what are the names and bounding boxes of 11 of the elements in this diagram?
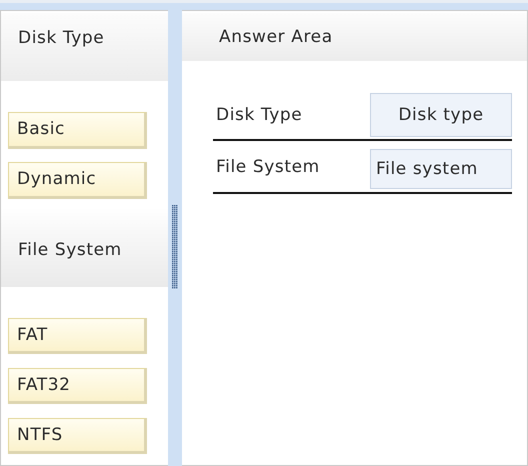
answer-box: File system xyxy=(370,149,512,189)
row-label: Disk Type xyxy=(216,105,302,125)
answer-box: Disk type xyxy=(370,93,512,137)
row-label: File System xyxy=(216,157,320,177)
section-header: Answer Area xyxy=(182,13,527,61)
answer-option: FAT32 xyxy=(8,368,147,404)
section-header: Disk Type xyxy=(1,13,168,81)
answer-option: NTFS xyxy=(8,418,147,454)
answer-option: FAT xyxy=(8,318,147,354)
answer-option: Dynamic xyxy=(8,162,147,199)
answer-option: Basic xyxy=(8,112,147,149)
